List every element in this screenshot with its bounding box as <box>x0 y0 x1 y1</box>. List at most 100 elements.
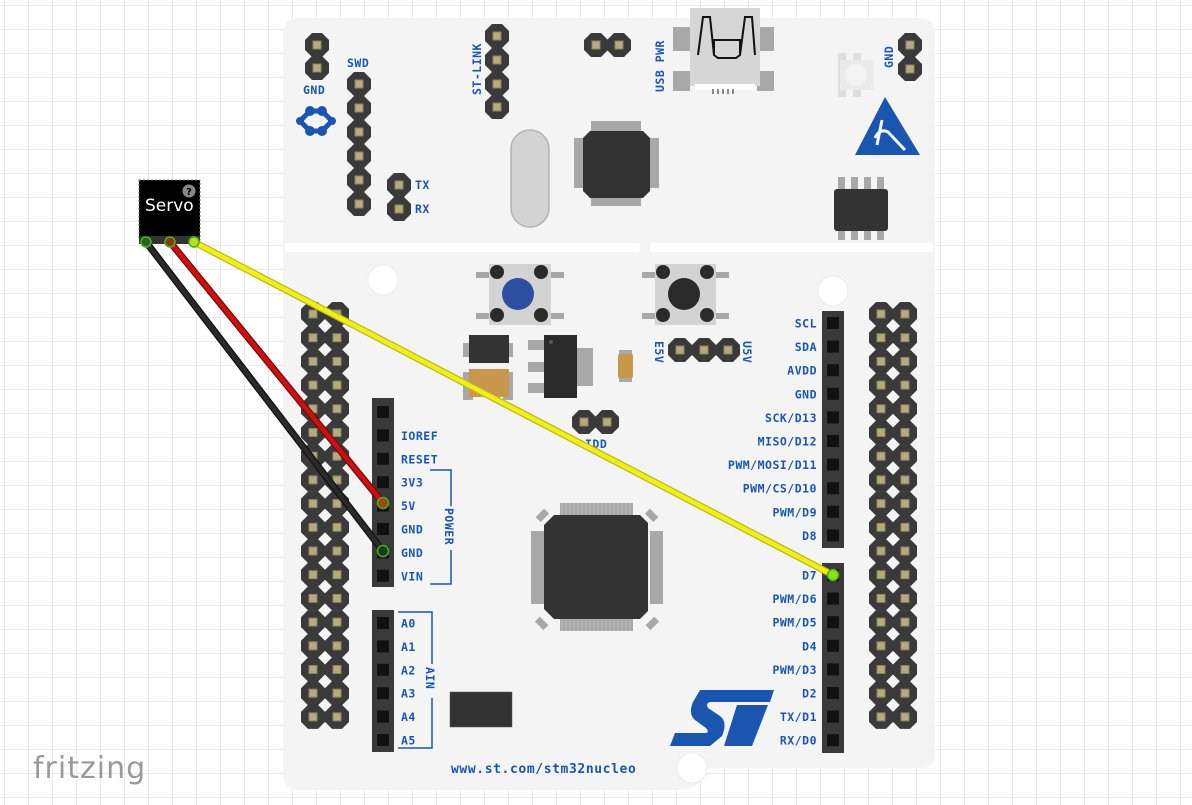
morpho-pin[interactable] <box>324 704 350 730</box>
header-socket[interactable] <box>827 639 839 652</box>
header-socket[interactable] <box>377 710 389 723</box>
header-socket[interactable] <box>377 617 389 629</box>
header-socket[interactable] <box>377 569 389 582</box>
morpho-pin[interactable] <box>324 633 350 659</box>
header-socket[interactable] <box>827 663 839 676</box>
morpho-pin[interactable] <box>868 396 894 422</box>
help-icon[interactable]: ? <box>182 184 196 199</box>
endpoint-5v[interactable] <box>376 496 390 510</box>
header-socket[interactable] <box>827 734 839 747</box>
morpho-pin[interactable] <box>868 562 894 588</box>
morpho-pin[interactable] <box>892 467 918 493</box>
morpho-pin[interactable] <box>868 704 894 730</box>
usb-connector[interactable] <box>673 8 774 94</box>
servo-pin-ground[interactable] <box>140 236 152 248</box>
morpho-pin[interactable] <box>300 609 326 635</box>
header-socket[interactable] <box>827 529 839 542</box>
morpho-pin[interactable] <box>892 396 918 422</box>
header-socket[interactable] <box>377 476 389 489</box>
servo-pin-power[interactable] <box>164 236 176 248</box>
reset-button[interactable] <box>642 264 729 325</box>
morpho-pin[interactable] <box>324 372 350 398</box>
morpho-pin[interactable] <box>868 680 894 706</box>
morpho-pin[interactable] <box>868 514 894 540</box>
morpho-pin[interactable] <box>868 657 894 682</box>
morpho-pin[interactable] <box>300 680 326 706</box>
morpho-pin[interactable] <box>868 325 894 351</box>
morpho-pin[interactable] <box>892 585 918 611</box>
morpho-pin[interactable] <box>324 325 350 351</box>
header-socket[interactable] <box>827 592 839 605</box>
header-socket[interactable] <box>377 406 389 418</box>
header-socket[interactable] <box>827 340 839 353</box>
morpho-pin[interactable] <box>300 491 326 517</box>
morpho-pin[interactable] <box>892 538 918 564</box>
header-socket[interactable] <box>827 482 839 495</box>
servo-pin-signal[interactable] <box>188 236 200 248</box>
analog-header[interactable] <box>372 610 394 752</box>
morpho-pin[interactable] <box>300 325 326 351</box>
header-socket[interactable] <box>827 435 839 447</box>
morpho-pin[interactable] <box>324 562 350 588</box>
header-socket[interactable] <box>827 387 839 400</box>
morpho-pin[interactable] <box>868 538 894 564</box>
header-socket[interactable] <box>377 523 389 535</box>
morpho-pin[interactable] <box>300 538 326 564</box>
morpho-pin[interactable] <box>868 301 894 327</box>
morpho-pin[interactable] <box>324 585 350 611</box>
nucleo-board[interactable]: GND SWD TX RX ST-L <box>283 8 935 790</box>
wire-power[interactable] <box>166 238 387 507</box>
morpho-pin[interactable] <box>892 514 918 540</box>
morpho-pin[interactable] <box>868 372 894 398</box>
morpho-pin[interactable] <box>300 372 326 398</box>
morpho-pin[interactable] <box>324 348 350 374</box>
header-socket[interactable] <box>377 640 389 653</box>
morpho-pin[interactable] <box>300 585 326 611</box>
endpoint-gnd[interactable] <box>376 544 390 558</box>
morpho-pin[interactable] <box>892 372 918 398</box>
morpho-pin[interactable] <box>868 467 894 493</box>
morpho-pin[interactable] <box>324 538 350 564</box>
morpho-pin[interactable] <box>892 704 918 730</box>
digital-header-low[interactable] <box>822 563 844 753</box>
header-socket[interactable] <box>827 616 839 629</box>
morpho-pin[interactable] <box>892 609 918 635</box>
header-socket[interactable] <box>827 458 839 471</box>
header-socket[interactable] <box>827 505 839 518</box>
morpho-pin[interactable] <box>324 396 350 422</box>
header-socket[interactable] <box>827 364 839 377</box>
power-select-jumper[interactable] <box>667 337 741 363</box>
morpho-pin[interactable] <box>892 420 918 445</box>
morpho-pin[interactable] <box>868 348 894 374</box>
morpho-pin[interactable] <box>868 609 894 635</box>
header-socket[interactable] <box>377 687 389 700</box>
morpho-pin[interactable] <box>324 680 350 706</box>
header-socket[interactable] <box>377 429 389 442</box>
header-socket[interactable] <box>377 663 389 676</box>
header-socket[interactable] <box>827 411 839 424</box>
morpho-pin[interactable] <box>300 562 326 588</box>
morpho-pin[interactable] <box>324 514 350 540</box>
morpho-pin[interactable] <box>300 514 326 540</box>
user-button[interactable] <box>476 264 564 325</box>
morpho-pin[interactable] <box>892 443 918 469</box>
wire-signal[interactable] <box>190 238 837 579</box>
morpho-pin[interactable] <box>868 633 894 659</box>
morpho-pin[interactable] <box>300 657 326 682</box>
morpho-pin[interactable] <box>892 348 918 374</box>
header-socket[interactable] <box>827 317 839 329</box>
header-socket[interactable] <box>377 734 389 746</box>
morpho-pin[interactable] <box>892 325 918 351</box>
morpho-pin[interactable] <box>892 633 918 659</box>
morpho-pin[interactable] <box>868 585 894 611</box>
wire-ground[interactable] <box>142 238 387 555</box>
morpho-pin[interactable] <box>300 348 326 374</box>
header-socket[interactable] <box>827 710 839 723</box>
morpho-pin[interactable] <box>300 633 326 659</box>
morpho-pin[interactable] <box>868 420 894 445</box>
header-socket[interactable] <box>377 452 389 465</box>
endpoint-d7[interactable] <box>826 568 840 582</box>
morpho-pin[interactable] <box>892 491 918 517</box>
morpho-pin[interactable] <box>324 657 350 682</box>
